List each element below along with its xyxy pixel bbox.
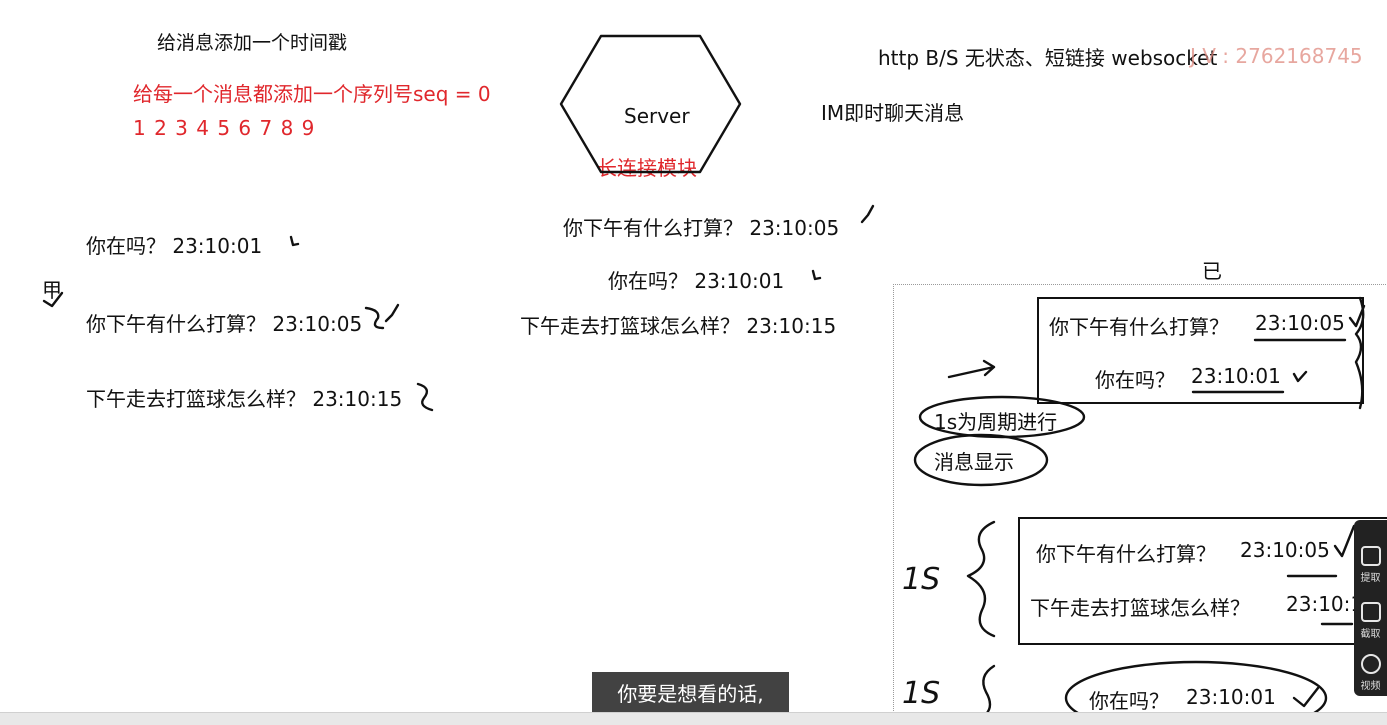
tool-extract[interactable]: 提取	[1354, 546, 1387, 584]
video-subtitle: 你要是想看的话,	[592, 672, 789, 712]
receiver-box2-text: 你下午有什么打算？	[1036, 542, 1216, 566]
receiver-box2-time: 23:10:05	[1240, 538, 1330, 562]
correction-mark	[364, 306, 385, 330]
receiver-box2-time: 23:10:1	[1286, 592, 1364, 616]
watermark: J V : 2762168745	[1190, 44, 1363, 68]
sender-label: 甲	[42, 278, 62, 302]
protocol-note: http B/S 无状态、短链接 websocket	[878, 46, 1218, 70]
receiver-box1-text: 你在吗？	[1095, 368, 1175, 392]
long-connection-label: 长连接模块	[597, 156, 697, 180]
check-mark	[384, 303, 400, 323]
screenshot-icon	[1360, 602, 1381, 622]
receiver-box1-time: 23:10:01	[1191, 364, 1281, 388]
im-note: IM即时聊天消息	[821, 101, 965, 125]
correction-mark	[416, 382, 434, 412]
received-message: 下午走去打篮球怎么样？ 23:10:15	[520, 314, 837, 338]
receiver-panel	[893, 284, 1387, 725]
tool-video[interactable]: 视频	[1354, 654, 1387, 692]
timestamp-note: 给消息添加一个时间戳	[157, 32, 348, 54]
text-extract-icon	[1360, 546, 1381, 566]
player-progress-bar[interactable]	[0, 712, 1387, 725]
receiver-box1-time: 23:10:05	[1255, 311, 1345, 335]
check-mark	[289, 235, 300, 247]
period-mark-2: 1S	[902, 676, 941, 711]
side-toolbar: 提取 截取 视频	[1354, 520, 1387, 696]
server-label: Server	[624, 104, 690, 128]
sender-message: 下午走去打篮球怎么样？ 23:10:15	[86, 387, 403, 411]
check-mark	[811, 269, 822, 281]
bubble-message-time: 23:10:01	[1186, 685, 1276, 709]
receiver-box2-text: 下午走去打篮球怎么样？	[1030, 596, 1250, 620]
tool-screenshot[interactable]: 截取	[1354, 602, 1387, 640]
receiver-box1-text: 你下午有什么打算？	[1049, 315, 1229, 339]
seq-numbers: 1 2 3 4 5 6 7 8 9	[133, 116, 316, 140]
received-message: 你下午有什么打算？ 23:10:05	[563, 216, 840, 240]
period-mark-1: 1S	[902, 562, 941, 597]
seq-note: 给每一个消息都添加一个序列号seq = 0	[133, 82, 491, 106]
camera-icon	[1360, 654, 1381, 674]
receiver-box-2	[1018, 517, 1387, 645]
received-message: 你在吗？ 23:10:01	[608, 269, 785, 293]
sender-message: 你下午有什么打算？ 23:10:05	[86, 312, 363, 336]
check-mark	[860, 204, 875, 224]
bubble-period-text: 1s为周期进行	[934, 410, 1058, 434]
receiver-label: 已	[1202, 259, 1222, 283]
bubble-display-text: 消息显示	[934, 450, 1014, 474]
bubble-message-text: 你在吗？	[1089, 689, 1169, 713]
sender-message: 你在吗？ 23:10:01	[86, 234, 263, 258]
